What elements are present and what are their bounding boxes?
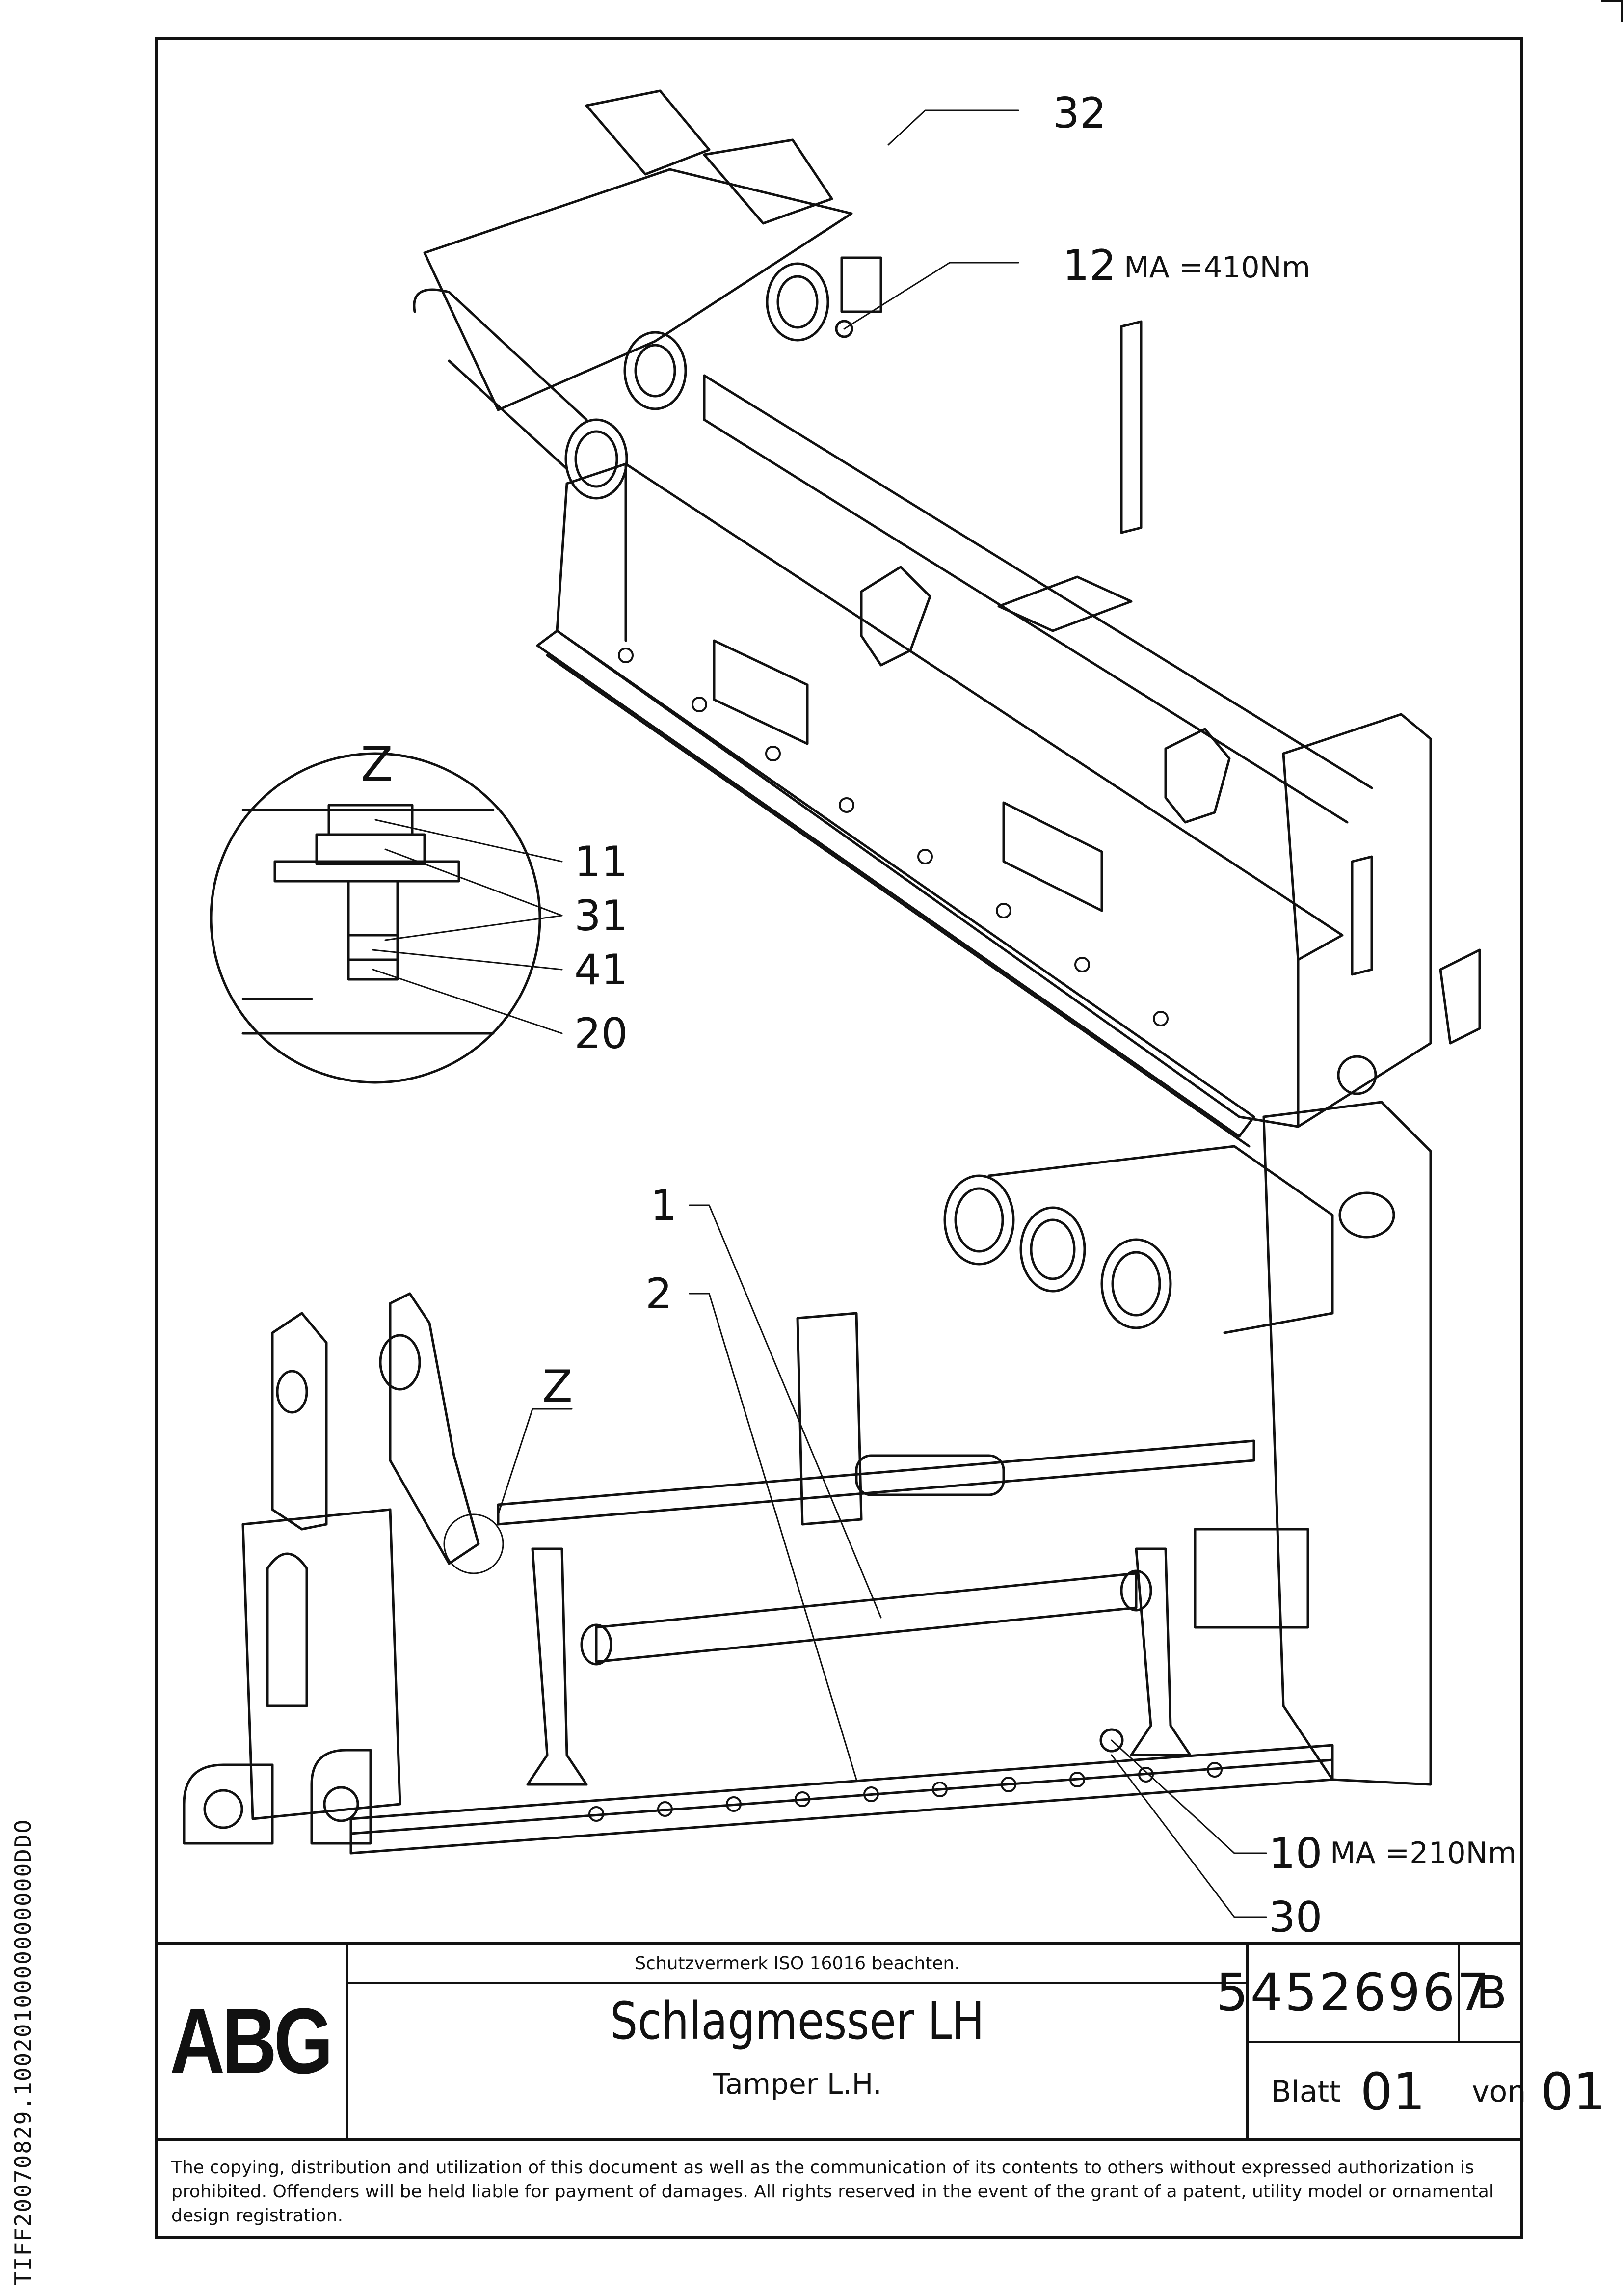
- callout-30: 30: [1269, 1893, 1322, 1942]
- upper-top-plate: [423, 168, 853, 411]
- detail-title-z: Z: [361, 737, 393, 792]
- callout-10-torque: MA =210Nm: [1330, 1836, 1517, 1870]
- sheet-value: 01: [1360, 2062, 1425, 2122]
- upper-base-rail: [536, 629, 1255, 1138]
- sheet-info: Blatt 01 von 01: [1249, 2043, 1606, 2141]
- lower-cylinder-2: [1019, 1206, 1086, 1293]
- lower-vertical-bar: [796, 1312, 863, 1526]
- upper-cylinder-left: [564, 418, 628, 500]
- upper-bolt-12: [835, 320, 853, 338]
- lower-rail-bolts: [588, 1762, 1223, 1822]
- upper-assembly: [413, 89, 1481, 1148]
- upper-pivot: [1337, 1055, 1377, 1095]
- technical-drawing: 32 12 MA =410Nm Z 11 31 41 20: [155, 37, 1523, 1942]
- upper-frame-body: [556, 462, 1344, 1128]
- lower-tamper-right: [1130, 1547, 1192, 1756]
- callout-12-torque: MA =410Nm: [1124, 250, 1310, 285]
- lower-top-beam: [497, 1439, 1255, 1526]
- upper-bracket: [840, 256, 882, 313]
- protection-note: Schutzvermerk ISO 16016 beachten.: [348, 1945, 1246, 1984]
- callout-11: 11: [574, 837, 628, 887]
- title-area: Schutzvermerk ISO 16016 beachten. Schlag…: [348, 1945, 1249, 2138]
- upper-cylinder-mid: [623, 331, 687, 410]
- lower-cylinder-1: [943, 1174, 1015, 1266]
- callout-31: 31: [574, 891, 628, 941]
- lower-base-rail: [349, 1744, 1334, 1855]
- lower-callouts: [497, 1204, 1267, 1918]
- callout-41: 41: [574, 945, 628, 995]
- revision: B: [1460, 1945, 1523, 2043]
- callout-10: 10: [1269, 1829, 1322, 1878]
- corner-mark: [1601, 0, 1623, 22]
- callout-12: 12: [1063, 241, 1116, 290]
- upper-hook-2: [1164, 728, 1231, 824]
- detail-callouts: [372, 819, 563, 1034]
- sheet-label: Blatt: [1271, 2075, 1341, 2109]
- lower-shaft: [595, 1572, 1138, 1663]
- logo-text: ABG: [170, 1989, 333, 2093]
- side-file-code: TIFF20070829.1002010000000000DDO: [10, 1818, 36, 2285]
- upper-cylinder-right: [766, 262, 829, 342]
- lower-assembly: [183, 1101, 1432, 1855]
- lower-tamper-left: [526, 1547, 588, 1786]
- lower-front-lug-2: [310, 1749, 372, 1845]
- detail-shaft: [347, 880, 399, 981]
- callout-2: 2: [645, 1270, 672, 1319]
- upper-hook-1: [860, 566, 931, 667]
- lower-bearing-block: [1194, 1528, 1309, 1629]
- upper-end-plate: [1282, 713, 1432, 1128]
- lower-bolt-10: [1099, 1728, 1124, 1753]
- detail-bolt-head: [327, 804, 414, 836]
- company-logo: ABG: [155, 1945, 348, 2138]
- callout-20: 20: [574, 1009, 628, 1058]
- lower-left-ear: [271, 1312, 328, 1531]
- document-number: 54526967: [1216, 1945, 1490, 2043]
- upper-callouts: [843, 109, 1019, 330]
- lower-cylinder-3: [1100, 1238, 1172, 1329]
- upper-lug-2: [703, 138, 833, 225]
- upper-cover-1: [713, 639, 809, 745]
- upper-rail-bolts: [618, 648, 1169, 1026]
- upper-lug-1: [585, 89, 711, 176]
- upper-cover-3: [997, 575, 1133, 632]
- detail-z-marker: [443, 1513, 504, 1574]
- of-value: 01: [1541, 2062, 1606, 2122]
- lower-left-plate: [241, 1508, 401, 1820]
- doc-info: 54526967 B Blatt 01 von 01: [1216, 1945, 1606, 2141]
- copyright-notice: The copying, distribution and utilizatio…: [155, 2138, 1523, 2239]
- lower-left-arm: [389, 1292, 480, 1565]
- detail-washer: [315, 833, 426, 865]
- drawing-canvas: 32 12 MA =410Nm Z 11 31 41 20: [183, 89, 1517, 1942]
- drawing-frame: [155, 37, 1523, 2239]
- drawing-subtitle: Tamper L.H.: [713, 2067, 882, 2101]
- of-label: von: [1472, 2075, 1526, 2109]
- callout-1: 1: [650, 1181, 677, 1230]
- drawing-title: Schlagmesser LH: [610, 1991, 984, 2051]
- callout-z-lower: Z: [542, 1361, 573, 1412]
- callout-32: 32: [1053, 89, 1106, 138]
- upper-vertical-plate: [1120, 320, 1143, 534]
- lower-front-lug-1: [183, 1763, 274, 1845]
- title-block: ABG Schutzvermerk ISO 16016 beachten. Sc…: [155, 1942, 1606, 2141]
- lower-right-plate: [1262, 1101, 1432, 1786]
- upper-cover-2: [1002, 801, 1103, 912]
- detail-z: [210, 752, 541, 1084]
- lower-holder-bar: [855, 1454, 1005, 1496]
